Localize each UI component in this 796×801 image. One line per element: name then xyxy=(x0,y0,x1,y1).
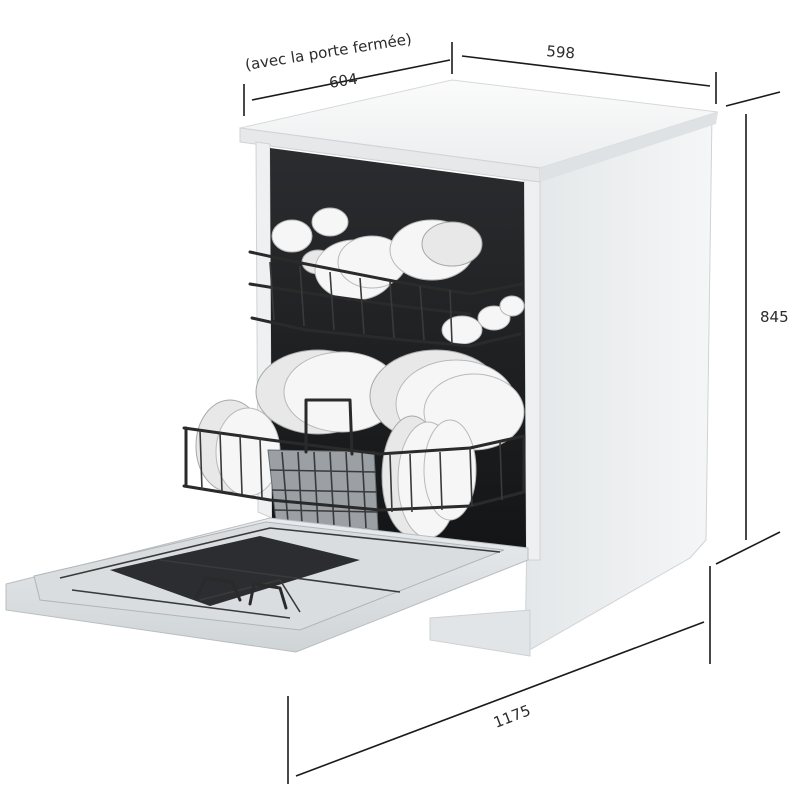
dim-depth-label: 604 xyxy=(328,70,359,92)
upper-rack-frame xyxy=(248,282,472,316)
dim-height-label: 845 xyxy=(760,308,789,326)
door-dispenser-area xyxy=(110,536,360,606)
cup xyxy=(271,219,313,253)
upper-rack-frame xyxy=(248,250,524,296)
front-frame-right xyxy=(523,179,541,561)
door-cutlery-rack xyxy=(194,576,288,610)
bowl xyxy=(499,295,525,317)
dishwasher xyxy=(5,79,719,657)
lower-rack-frame xyxy=(182,426,526,456)
plate xyxy=(421,221,483,267)
dim-depth-line xyxy=(251,59,451,101)
bowl xyxy=(441,315,483,345)
dim-height-tick-bottom xyxy=(715,531,781,565)
top-panel-side-edge xyxy=(540,112,718,182)
dim-depth-note-label: (avec la porte fermée) xyxy=(244,30,413,74)
cutlery-basket-handle xyxy=(304,398,354,456)
cup xyxy=(311,207,349,237)
upper-rack-wires xyxy=(269,261,453,345)
base-plinth xyxy=(429,609,531,657)
dim-height-tick-top xyxy=(725,91,781,107)
upper-rack-frame xyxy=(250,316,522,348)
cutlery-basket-grid xyxy=(269,451,379,529)
open-door xyxy=(5,517,529,653)
upper-rack xyxy=(248,207,525,348)
dim-open-depth-label: 1175 xyxy=(491,701,533,731)
dim-open-depth-line xyxy=(295,621,705,777)
side-panel xyxy=(524,113,713,653)
door-rack-rails xyxy=(59,527,501,619)
lower-rack-frame xyxy=(184,426,526,494)
lower-rack-wires xyxy=(199,429,503,513)
lower-rack xyxy=(182,349,526,539)
dimension-lines xyxy=(243,42,781,784)
dim-width-line xyxy=(461,55,711,87)
plate xyxy=(423,419,477,521)
dim-width-label: 598 xyxy=(546,42,576,62)
lower-rack-frame xyxy=(182,484,526,512)
